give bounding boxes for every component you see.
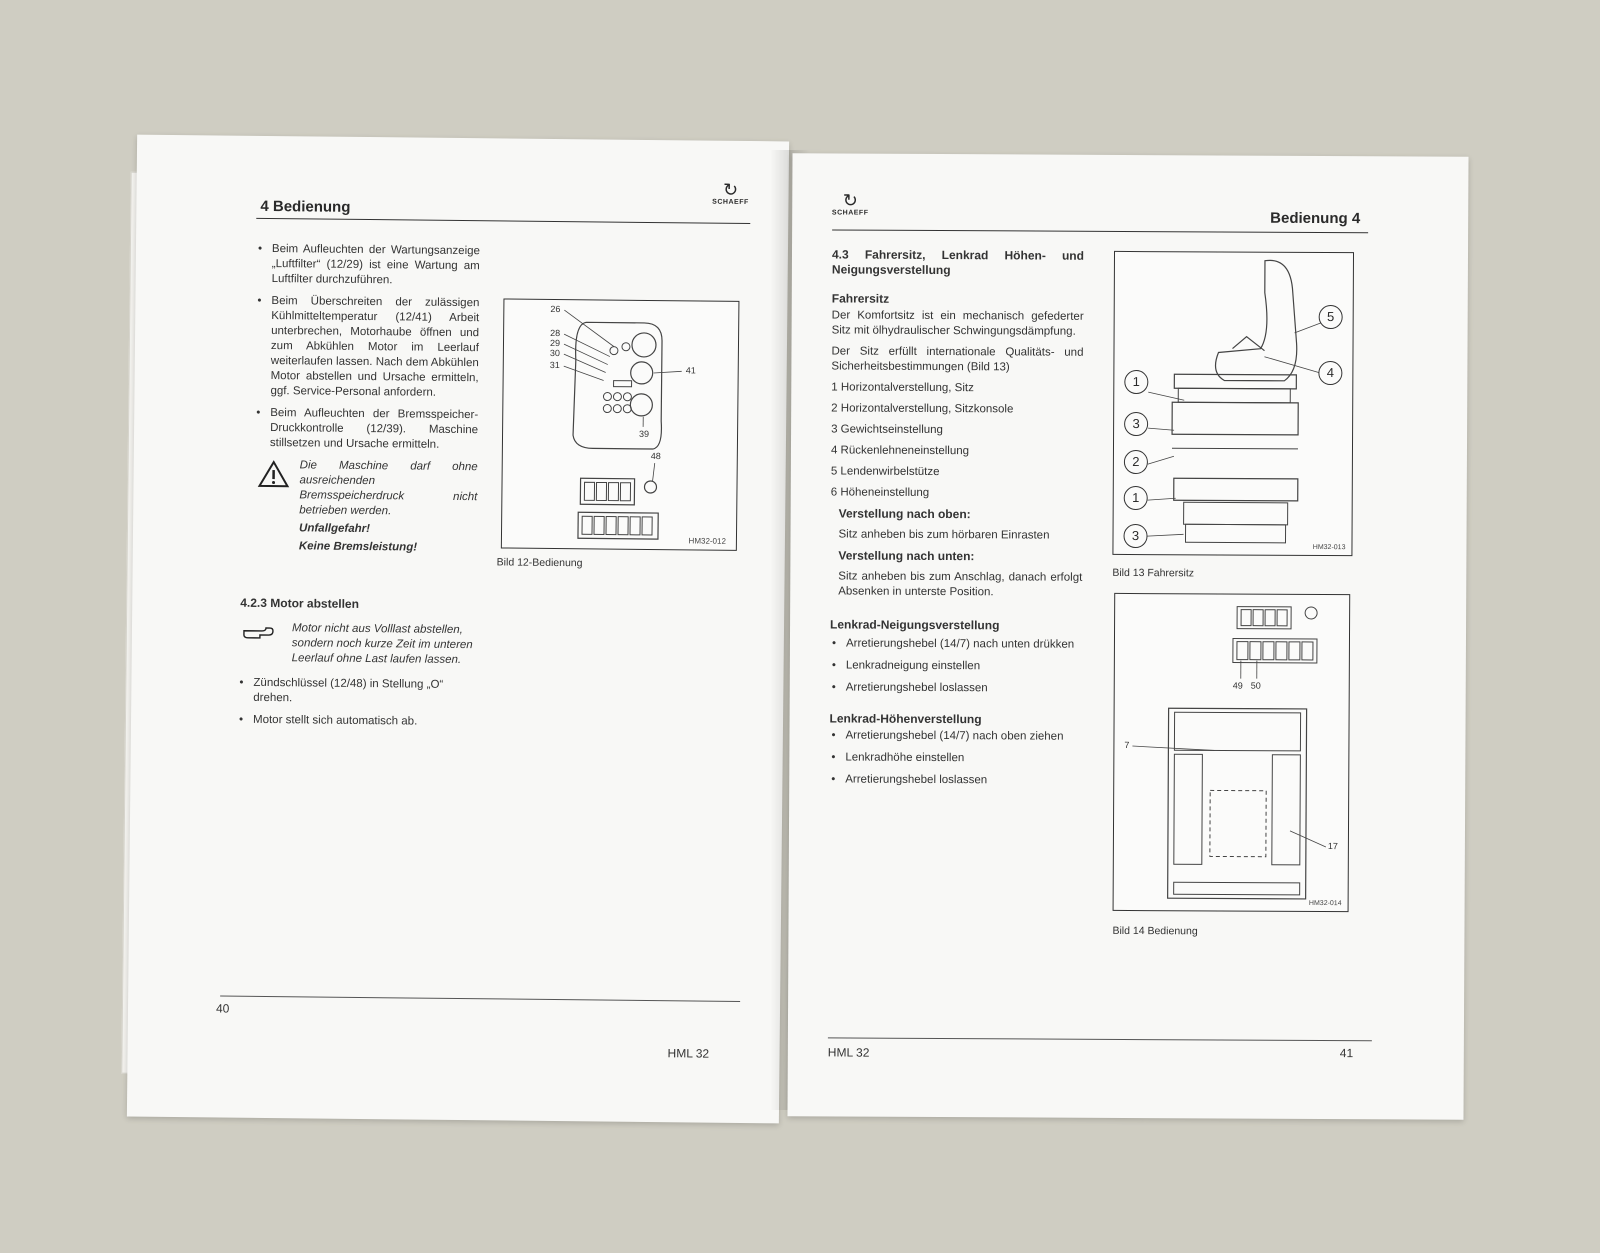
figure-id: HM32-014 <box>1308 899 1342 908</box>
callout-1: 1 <box>1123 485 1148 511</box>
warning-triangle-icon <box>257 460 290 488</box>
warning-text: Die Maschine darf ohne ausreichenden Bre… <box>299 459 478 518</box>
section-title: 4.2.3 Motor abstellen <box>240 595 360 611</box>
figure-label: 17 <box>1327 841 1338 852</box>
bullet-item: Arretierungshebel (14/7) nach oben ziehe… <box>831 728 1081 744</box>
page-number: 40 <box>215 1001 230 1016</box>
bullet-item: Lenkradneigung einstellen <box>832 658 1082 674</box>
list-item: 6 Höheneinstellung <box>830 486 930 499</box>
left-body-text: Beim Aufleuchten der Wartungsanzeige „Lu… <box>240 242 480 737</box>
header-rule <box>832 229 1369 234</box>
left-page: 4 Bedienung ↻ SCHAEFF Beim Aufleuchten d… <box>126 134 790 1124</box>
figure-label: 7 <box>1124 739 1130 751</box>
page-number: 41 <box>1339 1046 1354 1061</box>
page-footer: HML 32 <box>667 1046 710 1061</box>
verstellung-oben-text: Sitz anheben bis zum hörbaren Einrasten <box>838 528 1050 542</box>
footer-rule <box>827 1037 1372 1042</box>
header-rule <box>256 217 751 225</box>
verstellung-unten-text: Sitz anheben bis zum Anschlag, danach er… <box>838 570 1083 599</box>
callout-4: 4 <box>1318 360 1343 386</box>
page-header-title: Bedienung 4 <box>1270 209 1361 228</box>
fahrersitz-paragraph-1: Der Komfortsitz ist ein mechanisch gefed… <box>831 309 1084 338</box>
warning-line-1: Unfallgefahr! <box>298 522 371 536</box>
note-text: Motor nicht aus Volllast abstellen, sond… <box>291 622 473 667</box>
list-item: 1 Horizontalverstellung, Sitz <box>831 381 974 395</box>
list-item: 2 Horizontalverstellung, Sitzkonsole <box>831 402 1014 416</box>
neigung-title: Lenkrad-Neigungsverstellung <box>830 617 1000 633</box>
figure-12: 26 28 29 30 31 41 39 48 HM32-012 <box>500 298 740 551</box>
driver-seat-drawing <box>1147 259 1321 544</box>
bullet-item: Motor stellt sich automatisch ab. <box>239 713 475 730</box>
figure-label: 48 <box>650 451 661 462</box>
note-block: Motor nicht aus Volllast abstellen, sond… <box>243 621 476 668</box>
figure-label: 31 <box>549 359 560 371</box>
warning-block: Die Maschine darf ohne ausreichenden Bre… <box>255 458 478 556</box>
list-item: 4 Rückenlehneneinstellung <box>830 444 970 458</box>
verstellung-oben-title: Verstellung nach oben: <box>838 506 971 522</box>
pointing-hand-icon <box>243 627 274 639</box>
figure-12-caption: Bild 12-Bedienung <box>496 556 583 570</box>
verstellung-unten-title: Verstellung nach unten: <box>838 548 975 564</box>
right-body-text: 4.3 Fahrersitz, Lenkrad Höhen- und Neigu… <box>829 247 1084 795</box>
section-title: 4.3 Fahrersitz, Lenkrad Höhen- und Neigu… <box>831 247 1085 278</box>
figure-label: 49 <box>1232 680 1243 691</box>
figure-13-caption: Bild 13 Fahrersitz <box>1112 566 1195 580</box>
hoehe-title: Lenkrad-Höhenverstellung <box>829 711 982 727</box>
list-item: 5 Lendenwirbelstütze <box>830 465 940 479</box>
figure-label: 50 <box>1250 680 1261 691</box>
cab-controls-drawing <box>1132 606 1327 900</box>
figure-id: HM32-013 <box>1312 543 1346 552</box>
figure-label: 29 <box>549 337 561 349</box>
callout-3: 3 <box>1123 523 1148 549</box>
footer-rule <box>220 995 741 1002</box>
bullet-item: Beim Überschreiten der zulässigen Kühlmi… <box>256 294 479 401</box>
dashboard-drawing <box>563 309 682 540</box>
fahrersitz-paragraph-2: Der Sitz erfüllt internationale Qualität… <box>831 345 1084 374</box>
figure-14: 49 50 7 17 HM32-014 <box>1112 592 1351 913</box>
schaeff-logo: ↻ SCHAEFF <box>828 190 872 217</box>
figure-label: 39 <box>639 428 650 439</box>
callout-1: 1 <box>1124 369 1149 395</box>
figure-id: HM32-012 <box>688 536 726 546</box>
figure-14-caption: Bild 14 Bedienung <box>1112 924 1198 938</box>
figure-label: 41 <box>685 365 696 376</box>
fahrersitz-title: Fahrersitz <box>831 291 890 306</box>
bullet-item: Zündschlüssel (12/48) in Stellung „O“ dr… <box>239 676 475 708</box>
figure-label: 26 <box>550 303 561 315</box>
callout-5: 5 <box>1318 304 1343 330</box>
right-page: ↻ SCHAEFF Bedienung 4 4.3 Fahrersitz, Le… <box>787 153 1469 1120</box>
bullet-item: Arretierungshebel loslassen <box>831 772 1081 788</box>
callout-2: 2 <box>1123 449 1148 475</box>
schaeff-logo-icon: ↻ <box>722 179 739 200</box>
bullet-item: Beim Aufleuchten der Wartungsanzeige „Lu… <box>258 242 480 289</box>
bullet-item: Arretierungshebel (14/7) nach unten drük… <box>832 636 1082 652</box>
figure-label: 30 <box>549 347 560 359</box>
schaeff-logo-icon: ↻ <box>842 190 858 211</box>
figure-label: 28 <box>550 327 561 339</box>
warning-line-2: Keine Bremsleistung! <box>298 540 418 554</box>
figure-13: 5 4 1 3 2 1 3 HM32-013 <box>1112 250 1355 557</box>
page-footer: HML 32 <box>827 1045 870 1060</box>
bullet-item: Arretierungshebel loslassen <box>832 680 1082 696</box>
bullet-item: Beim Aufleuchten der Bremsspeicher-Druck… <box>256 406 478 453</box>
callout-3: 3 <box>1124 411 1149 437</box>
list-item: 3 Gewichtseinstellung <box>831 423 943 437</box>
bullet-item: Lenkradhöhe einstellen <box>831 750 1081 766</box>
page-header-title: 4 Bedienung <box>260 197 351 216</box>
schaeff-logo: ↻ SCHAEFF <box>708 179 752 206</box>
